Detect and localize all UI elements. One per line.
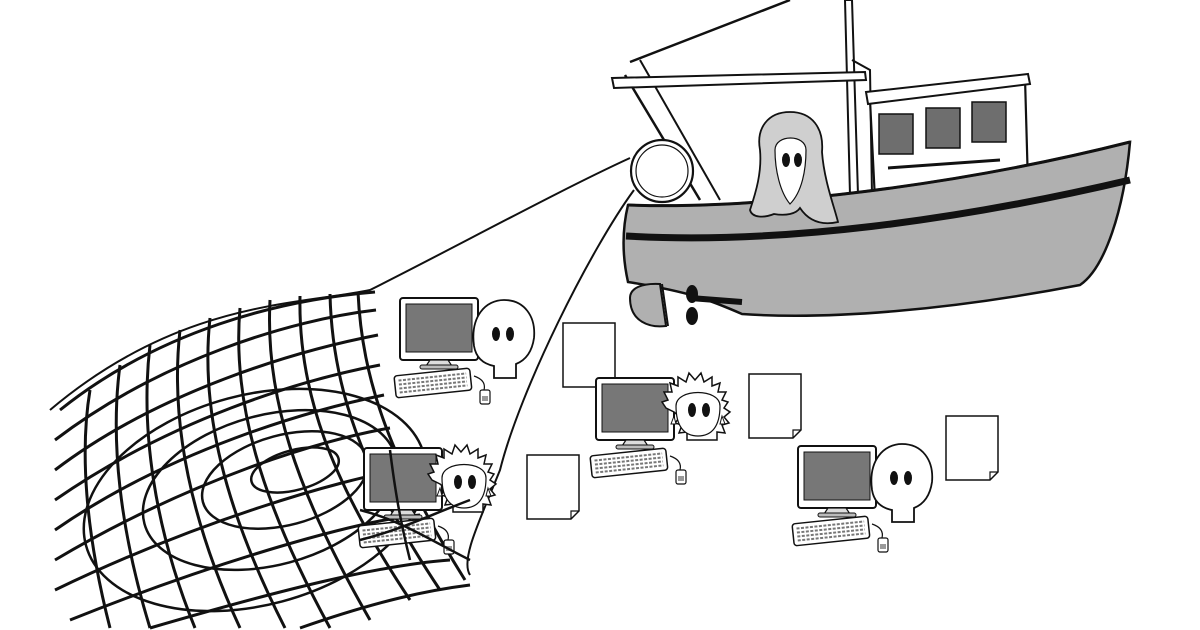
- long-haired-person-icon: [749, 111, 840, 225]
- document-icon: [526, 454, 580, 520]
- bald-person-icon: [472, 299, 536, 379]
- net-over-workstation: [359, 449, 471, 562]
- fishing-boat-icon: [610, 0, 1132, 328]
- bald-person-icon: [870, 443, 934, 523]
- fishing-net-icon: [49, 157, 635, 630]
- document-icon: [748, 373, 802, 439]
- computer-workstation-icon: [791, 445, 889, 553]
- document-icon: [945, 415, 999, 481]
